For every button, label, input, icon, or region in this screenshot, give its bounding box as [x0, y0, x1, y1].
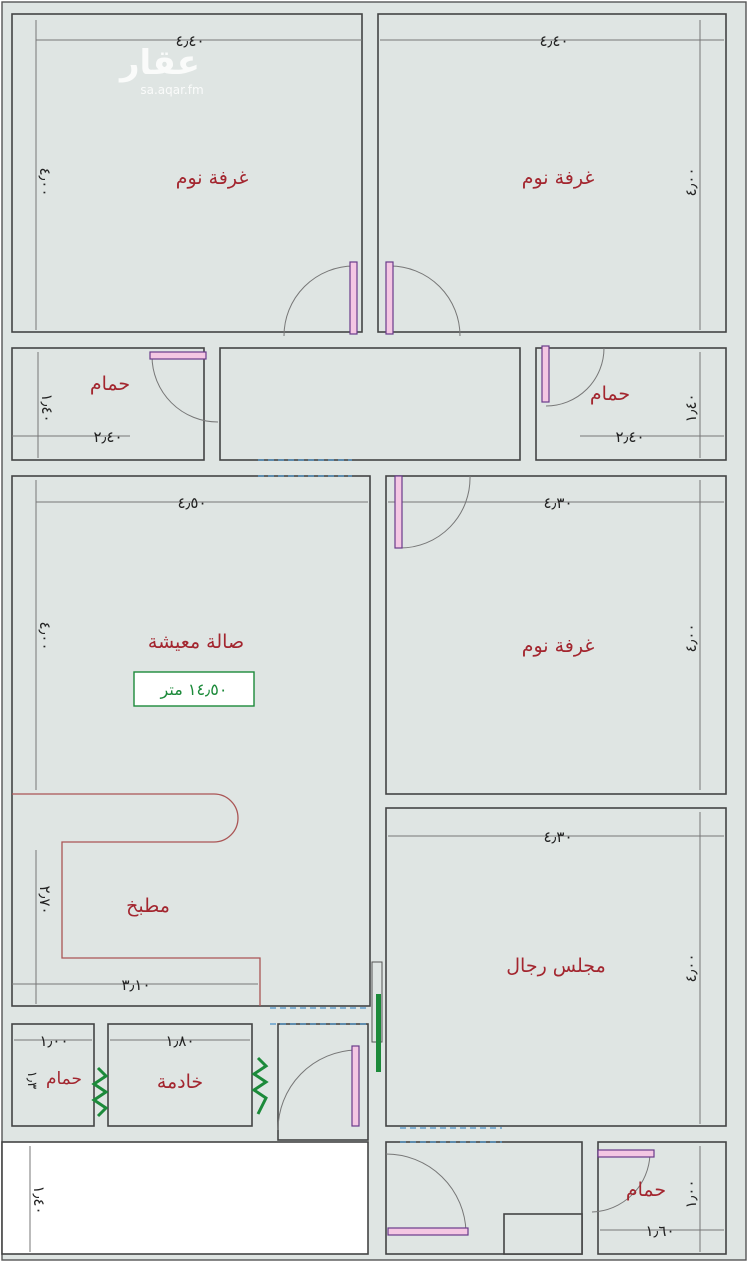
room-bedroom-middle: [385, 475, 727, 795]
label-bedroom-middle: غرفة نوم: [522, 635, 595, 657]
svg-text:٤٫٠٠: ٤٫٠٠: [682, 167, 700, 196]
kitchen-counter: [12, 793, 261, 1006]
svg-text:١٫٦٠: ١٫٦٠: [645, 1222, 674, 1240]
door-swings: [151, 265, 651, 1233]
svg-text:٤٫٤٠: ٤٫٤٠: [175, 32, 204, 50]
living-area-box: [133, 671, 255, 707]
label-bath-left: حمام: [90, 373, 130, 395]
room-maid: [107, 1023, 253, 1127]
svg-text:٤٫٠٠: ٤٫٠٠: [36, 621, 54, 650]
watermark-logo: عقار: [118, 43, 200, 83]
svg-text:١٫٠٠: ١٫٠٠: [682, 1179, 700, 1208]
dimension-lines: [12, 20, 724, 1252]
label-maid: خادمة: [157, 1071, 203, 1093]
room-bedroom-top-left: [11, 13, 363, 333]
svg-text:١٫٨٠: ١٫٨٠: [165, 1032, 194, 1050]
label-majlis: مجلس رجال: [506, 955, 606, 977]
label-bath-bottom: حمام: [626, 1179, 666, 1201]
svg-text:٣٫١٠: ٣٫١٠: [121, 976, 150, 994]
svg-text:٢٫٧٠: ٢٫٧٠: [36, 885, 54, 914]
living-area: ١٤٫٥٠ متر: [160, 680, 228, 700]
label-maid-bath: حمام: [46, 1069, 82, 1089]
label-living: صالة معيشة: [148, 631, 244, 653]
label-bath-right: حمام: [590, 383, 630, 405]
room-bedroom-top-right: [377, 13, 727, 333]
doors: [149, 261, 655, 1236]
svg-text:٢٫٤٠: ٢٫٤٠: [615, 428, 644, 446]
blank-area: [1, 1141, 369, 1255]
svg-text:١٫٣: ١٫٣: [24, 1071, 39, 1089]
sliding-door-majlis-green: [376, 994, 381, 1072]
svg-text:٤٫٠٠: ٤٫٠٠: [682, 953, 700, 982]
folding-door-maid: [251, 1056, 269, 1115]
room-bath-right: [535, 347, 727, 461]
svg-text:١٫٤٠: ١٫٤٠: [682, 393, 700, 422]
svg-text:٤٫٠٠: ٤٫٠٠: [682, 623, 700, 652]
room-bath-bottom: [597, 1141, 727, 1255]
openings: [258, 459, 502, 1143]
label-bedroom-top-left: غرفة نوم: [176, 167, 249, 189]
watermark-site: sa.aqar.fm: [140, 83, 203, 97]
room-closet: [503, 1213, 583, 1255]
svg-text:٤٫٥٠: ٤٫٥٠: [177, 494, 206, 512]
svg-text:١٫٤٠: ١٫٤٠: [30, 1185, 48, 1214]
svg-text:٤٫٤٠: ٤٫٤٠: [539, 32, 568, 50]
room-majlis: [385, 807, 727, 1127]
label-bedroom-top-right: غرفة نوم: [522, 167, 595, 189]
svg-text:١٫٠٠: ١٫٠٠: [39, 1032, 68, 1050]
room-corridor: [219, 347, 521, 461]
svg-text:٢٫٤٠: ٢٫٤٠: [93, 428, 122, 446]
dimension-labels: ٤٫٤٠ ٤٫٠٠ ٤٫٤٠ ٤٫٠٠ ٢٫٤٠ ١٫٤٠ ٢٫٤٠ ١٫٤٠ …: [24, 32, 700, 1240]
svg-text:٤٫٣٠: ٤٫٣٠: [543, 828, 572, 846]
svg-text:٤٫٠٠: ٤٫٠٠: [36, 167, 54, 196]
svg-text:٤٫٣٠: ٤٫٣٠: [543, 494, 572, 512]
label-kitchen: مطبخ: [126, 895, 170, 917]
svg-text:١٫٤٠: ١٫٤٠: [38, 393, 56, 422]
room-living: [11, 475, 371, 1007]
room-maid-bath: [11, 1023, 95, 1127]
folding-door-maid-bath: [91, 1066, 109, 1118]
